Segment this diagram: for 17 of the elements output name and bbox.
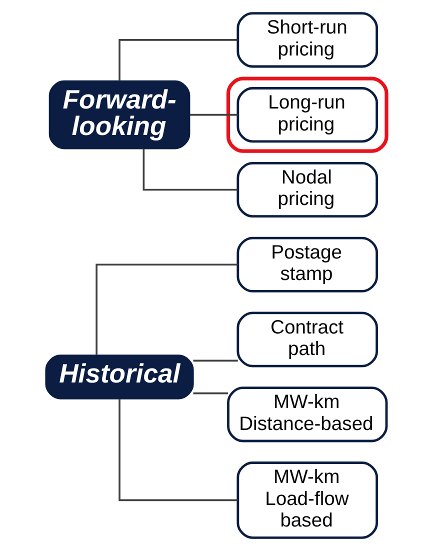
cluster	[226, 76, 388, 153]
node-box: Postage stamp	[236, 236, 378, 292]
node-box: Short-run pricing	[236, 12, 378, 68]
connector	[142, 148, 237, 191]
node-box: Contract path	[236, 312, 378, 368]
connector	[192, 392, 228, 394]
connector	[118, 399, 237, 502]
node-box: MW-km Distance-based	[226, 386, 388, 442]
node-box: Historical	[44, 354, 194, 400]
node-box: Long-run pricing	[236, 87, 378, 143]
connector	[192, 360, 238, 362]
connector	[190, 114, 238, 116]
node-box: Nodal pricing	[236, 162, 378, 218]
connector	[118, 39, 237, 81]
node-box: Forward-looking	[48, 80, 190, 150]
node-box: MW-km Load-flow based	[236, 462, 378, 539]
connector	[95, 264, 238, 355]
